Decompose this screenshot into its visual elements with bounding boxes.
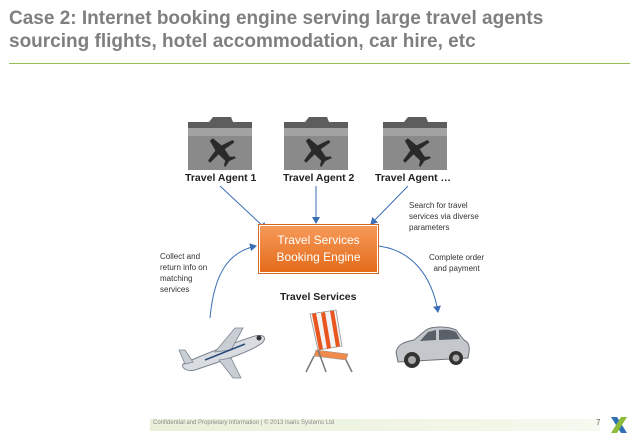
travel-agent-n-label: Travel Agent … bbox=[375, 172, 452, 184]
engine-line-2: Booking Engine bbox=[276, 250, 361, 264]
arrow-agentn-to-engine bbox=[370, 185, 409, 225]
slide-title: Case 2: Internet booking engine serving … bbox=[9, 7, 629, 53]
travel-agent-1-label: Travel Agent 1 bbox=[185, 172, 257, 184]
slide-footer: Confidential and Proprietary Information… bbox=[0, 412, 638, 442]
title-line-1: Case 2: Internet booking engine serving … bbox=[9, 8, 544, 29]
title-line-2: sourcing flights, hotel accommodation, c… bbox=[9, 31, 476, 52]
arrow-engine-to-car bbox=[377, 245, 441, 313]
engine-line-1: Travel Services bbox=[277, 233, 360, 247]
travel-services-label: Travel Services bbox=[280, 291, 357, 303]
footer-text: Confidential and Proprietary Information… bbox=[153, 420, 335, 426]
collect-note: Collect and return info on matching serv… bbox=[160, 252, 208, 294]
arrow-agent1-to-engine bbox=[219, 185, 267, 230]
folder-airplane-icon bbox=[383, 117, 447, 170]
folder-airplane-icon bbox=[284, 117, 348, 170]
complete-note: Complete order and payment bbox=[429, 253, 485, 273]
footer-bar bbox=[150, 419, 600, 431]
arrow-plane-to-engine bbox=[209, 243, 257, 319]
travel-agent-2-label: Travel Agent 2 bbox=[283, 172, 355, 184]
beach-chair-icon bbox=[305, 309, 353, 373]
page-number: 7 bbox=[596, 418, 601, 427]
airplane-icon bbox=[178, 327, 266, 379]
folder-airplane-icon bbox=[188, 117, 252, 170]
search-note: Search for travel services via diverse p… bbox=[409, 201, 479, 232]
company-logo-icon bbox=[611, 417, 627, 433]
booking-engine-box: Travel Services Booking Engine bbox=[259, 225, 378, 273]
car-icon bbox=[395, 326, 470, 368]
title-divider bbox=[9, 63, 630, 64]
